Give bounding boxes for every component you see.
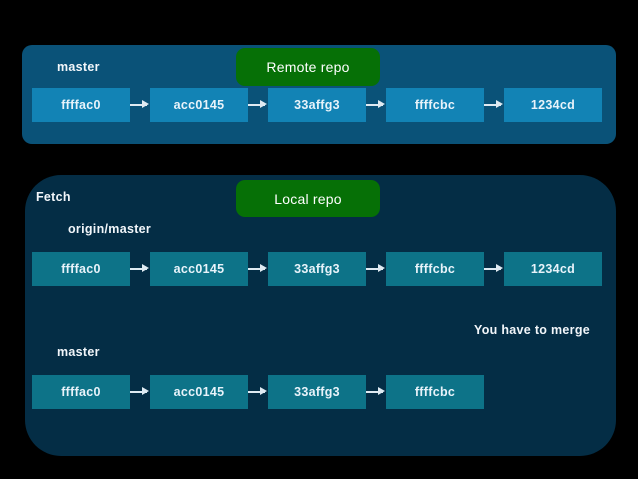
arrow-right-icon — [248, 375, 268, 409]
commit-node: 33affg3 — [268, 375, 366, 409]
commit-node: ffffcbc — [386, 252, 484, 286]
arrow-right-icon — [130, 88, 150, 122]
arrow-right-icon — [484, 252, 504, 286]
arrow-right-icon — [248, 88, 268, 122]
commit-node: ffffac0 — [32, 88, 130, 122]
commit-node: 1234cd — [504, 252, 602, 286]
arrow-right-icon — [366, 252, 386, 286]
commit-node: 33affg3 — [268, 88, 366, 122]
remote-commit-row: ffffac0 acc0145 33affg3 ffffcbc 1234cd — [32, 88, 602, 122]
remote-repo-tag: Remote repo — [236, 48, 380, 86]
arrow-right-icon — [484, 88, 504, 122]
local-repo-panel — [25, 175, 616, 456]
commit-node: ffffcbc — [386, 88, 484, 122]
local-master-commit-row: ffffac0 acc0145 33affg3 ffffcbc — [32, 375, 484, 409]
merge-note-label: You have to merge — [474, 323, 591, 337]
origin-master-branch-label: origin/master — [68, 222, 152, 236]
commit-node: acc0145 — [150, 375, 248, 409]
local-repo-tag: Local repo — [236, 180, 380, 217]
commit-node: acc0145 — [150, 252, 248, 286]
origin-master-commit-row: ffffac0 acc0145 33affg3 ffffcbc 1234cd — [32, 252, 602, 286]
arrow-right-icon — [130, 375, 150, 409]
commit-node: 1234cd — [504, 88, 602, 122]
commit-node: 33affg3 — [268, 252, 366, 286]
arrow-right-icon — [248, 252, 268, 286]
local-branch-label: master — [57, 345, 100, 359]
arrow-right-icon — [366, 375, 386, 409]
commit-node: ffffac0 — [32, 252, 130, 286]
commit-node: ffffac0 — [32, 375, 130, 409]
fetch-operation-label: Fetch — [36, 190, 71, 204]
commit-node: ffffcbc — [386, 375, 484, 409]
commit-node: acc0145 — [150, 88, 248, 122]
remote-branch-label: master — [57, 60, 100, 74]
arrow-right-icon — [130, 252, 150, 286]
arrow-right-icon — [366, 88, 386, 122]
